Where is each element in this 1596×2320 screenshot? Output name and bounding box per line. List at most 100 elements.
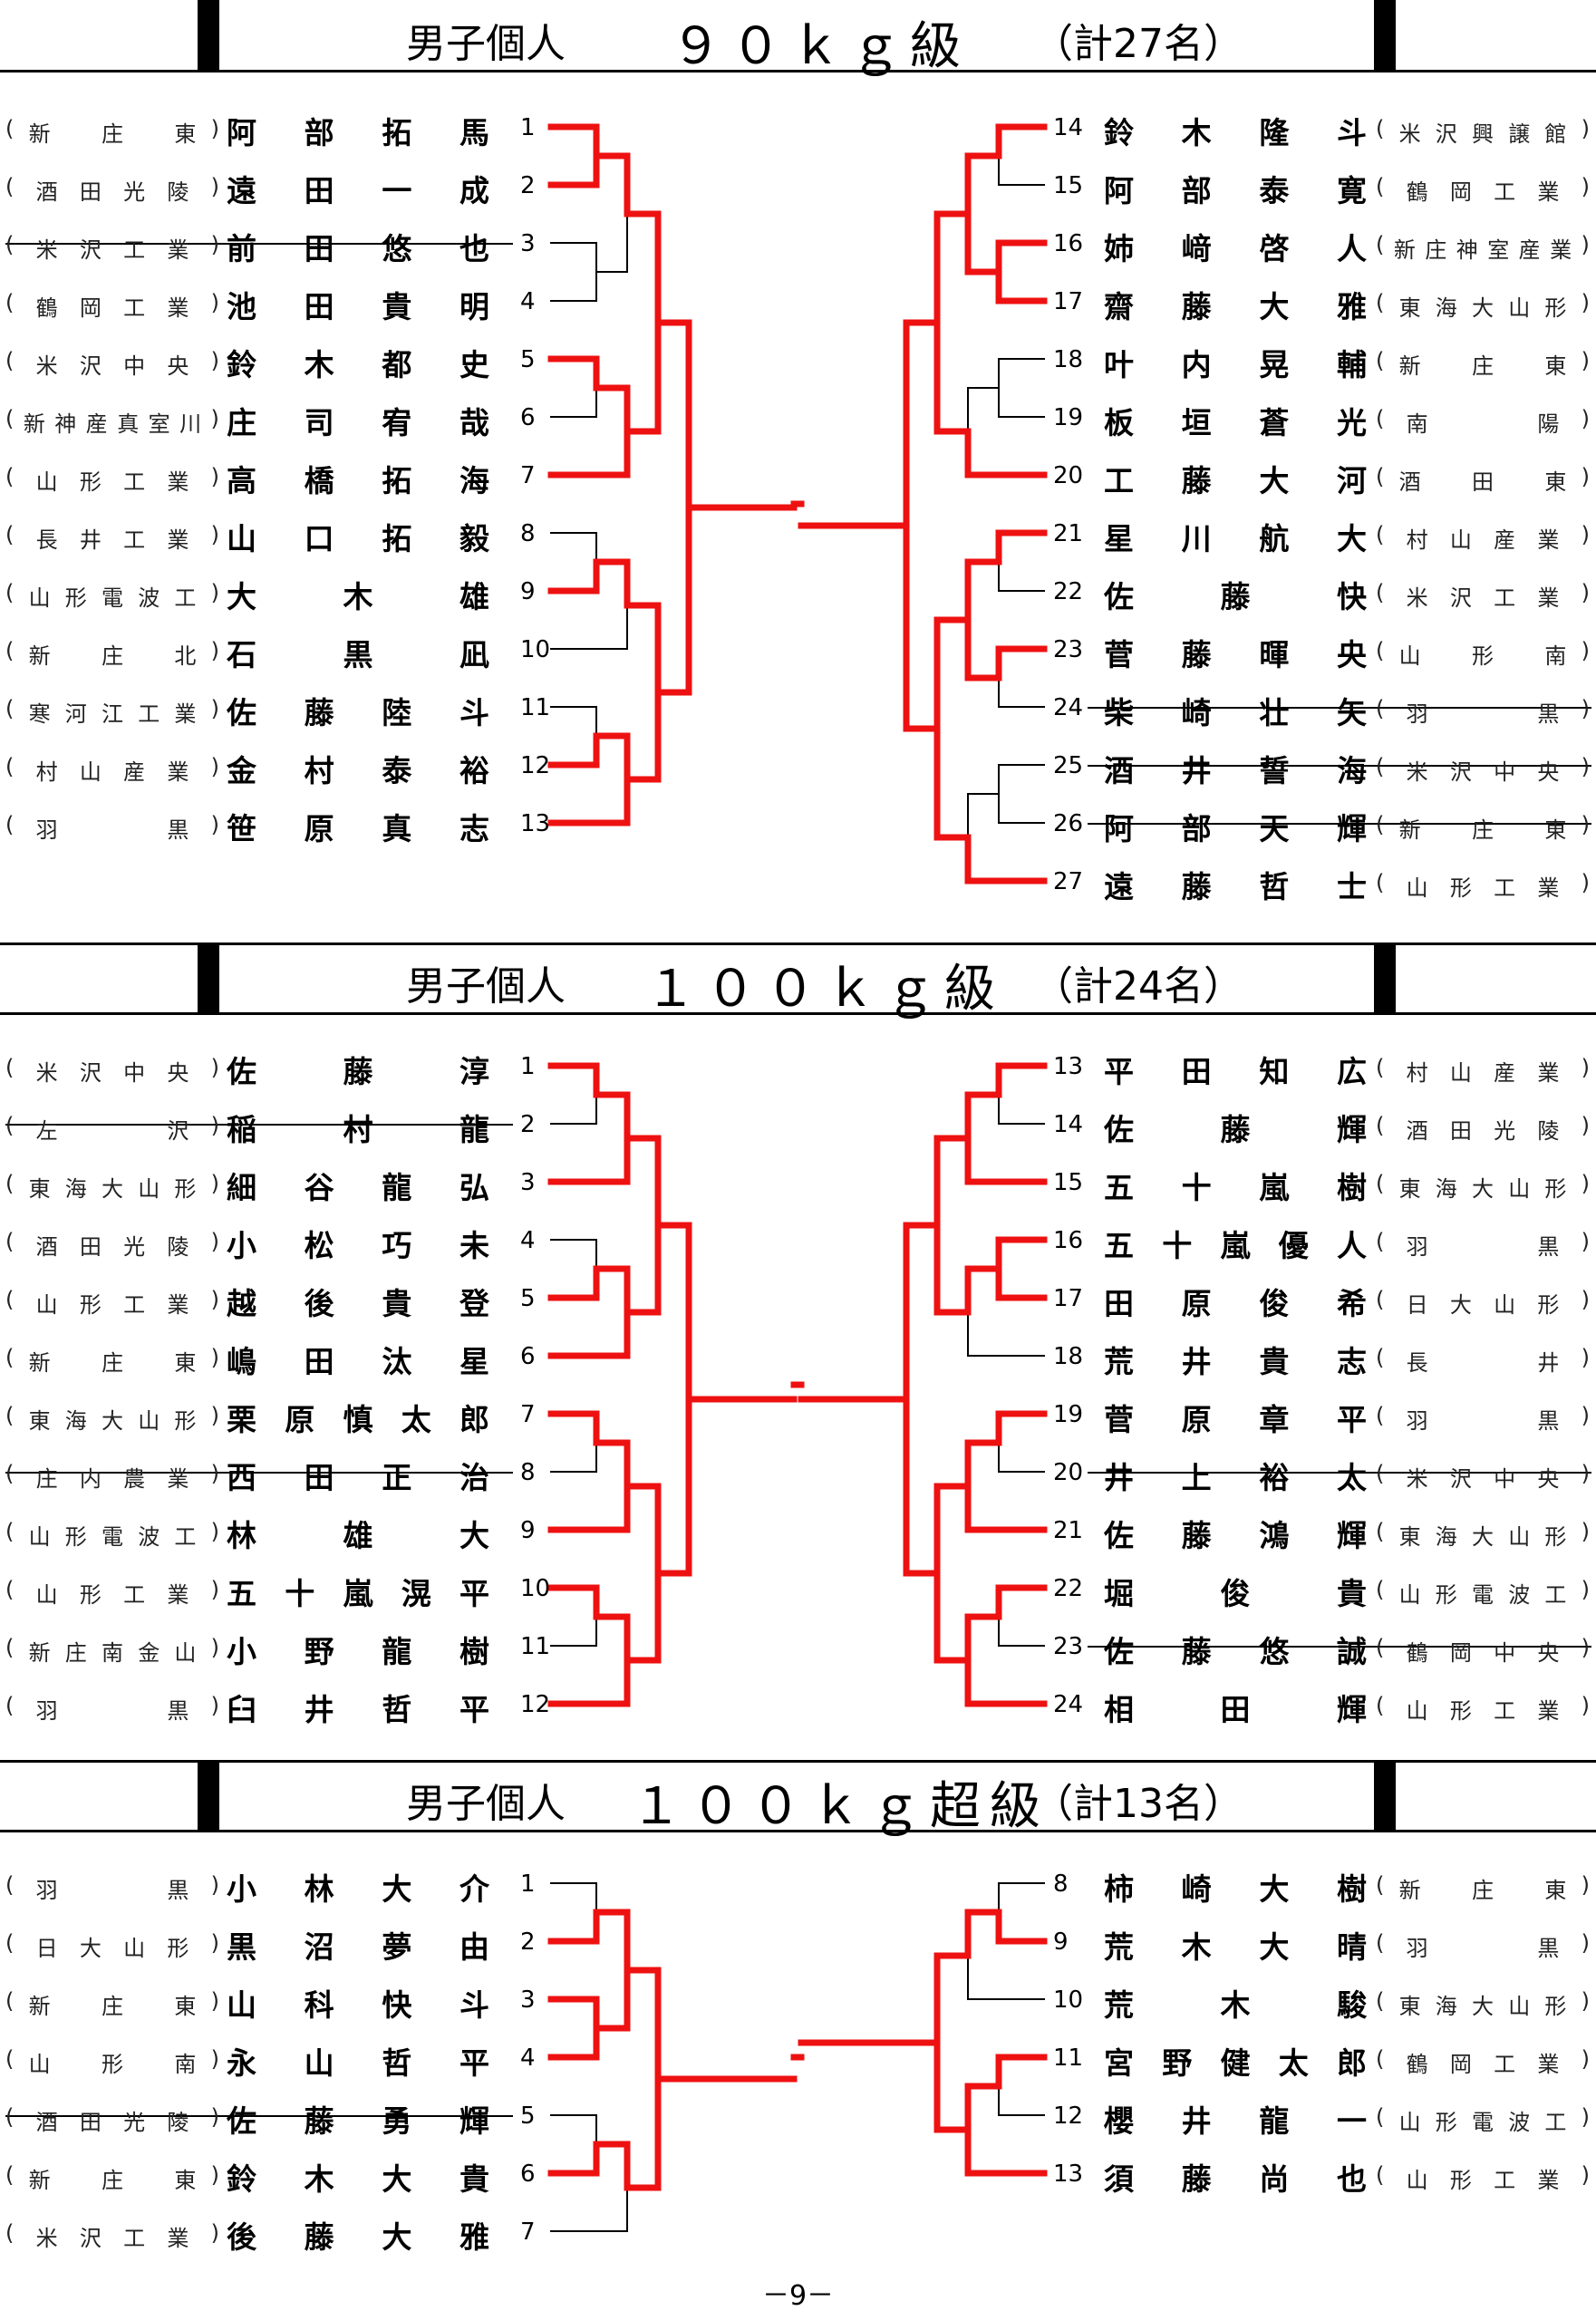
competitor-name: 柴崎壮矢 (1104, 689, 1367, 732)
school-char: 真 (117, 411, 140, 437)
name-char: 山 (304, 2045, 334, 2081)
school-char: ( (1376, 1171, 1385, 1196)
school-char: ( (1376, 348, 1385, 373)
section-title: 男子個人 (406, 21, 566, 67)
school-char: 沢 (79, 2226, 102, 2251)
name-char: 央 (1336, 637, 1367, 672)
name-char: 谷 (304, 1170, 334, 1205)
school-char: ( (5, 348, 15, 373)
school-char: 神 (1456, 237, 1478, 263)
school-char: ) (210, 1577, 219, 1602)
name-char: 木 (1181, 1929, 1212, 1965)
name-char: 十 (1181, 1170, 1212, 1205)
school-char: 新 (1393, 237, 1416, 263)
seed-number: 12 (520, 1691, 551, 1718)
school-char (1508, 348, 1530, 380)
name-char: 明 (459, 289, 489, 324)
seed-number: 8 (1053, 1870, 1069, 1898)
school-name: (米沢中央) (1376, 1461, 1590, 1493)
school-char: 工 (123, 237, 146, 263)
school-char: ( (5, 696, 15, 721)
name-char: 平 (1336, 1402, 1367, 1437)
school-char: 寒 (28, 701, 51, 727)
name-char: 前 (227, 231, 256, 266)
name-char: 平 (459, 1576, 489, 1611)
school-char: 形 (1544, 1524, 1567, 1550)
school-char: 東 (1398, 295, 1421, 321)
school-char (1494, 1229, 1515, 1261)
name-char: 藤 (1181, 1634, 1212, 1669)
name-char: 鈴 (1104, 115, 1134, 150)
school-char: 新 (28, 2168, 51, 2193)
competitor-name: 鈴木都史 (227, 341, 489, 384)
name-char: 志 (1336, 1344, 1367, 1379)
name-char: 林 (227, 1518, 256, 1553)
name-char: 遠 (227, 173, 256, 208)
school-name: (東海大山形) (1376, 290, 1590, 322)
school-name: (米沢興譲館) (1376, 116, 1590, 148)
seed-number: 23 (1053, 1633, 1084, 1660)
school-name: (新庄南金山) (5, 1635, 219, 1667)
school-name: (寒河江工業) (5, 696, 219, 728)
name-char: 須 (1104, 2161, 1134, 2197)
school-char: 中 (123, 353, 146, 379)
name-char: 海 (459, 463, 489, 498)
school-char: 形 (79, 469, 102, 495)
name-char: 田 (1181, 1054, 1212, 1089)
school-char: 形 (1435, 2110, 1457, 2135)
name-char: 也 (1336, 2161, 1367, 2197)
name-char: 大 (1259, 463, 1290, 498)
school-char: ( (1376, 232, 1385, 257)
name-char: 大 (1259, 289, 1290, 324)
name-char: 平 (1104, 1054, 1134, 1089)
competitor-name: 黒沼夢由 (227, 1923, 489, 1967)
school-char: 工 (123, 469, 146, 495)
name-char: 科 (304, 1987, 334, 2023)
school-name: (米沢工業) (5, 232, 219, 264)
school-char: 海 (64, 1176, 87, 1202)
school-char: 米 (1398, 121, 1421, 147)
school-char: 室 (1487, 237, 1510, 263)
school-char: 田 (79, 179, 102, 205)
name-char: 駿 (1337, 1987, 1367, 2023)
seed-number: 5 (520, 1285, 536, 1312)
school-char: 業 (167, 295, 189, 321)
school-char: 光 (123, 2110, 146, 2135)
school-char: 工 (1494, 2168, 1516, 2193)
school-char: 陵 (167, 1234, 189, 1260)
school-char: 酒 (35, 2110, 58, 2135)
school-char: 新 (28, 1640, 51, 1666)
competitor-name: 林雄大 (227, 1512, 489, 1555)
name-char: 村 (304, 753, 334, 788)
school-char: 業 (167, 2226, 189, 2251)
school-name: (鶴岡工業) (1376, 2046, 1590, 2078)
school-char: 光 (123, 179, 146, 205)
school-char: 羽 (35, 1878, 58, 1903)
school-char: 業 (1537, 527, 1560, 553)
seed-number: 6 (520, 2160, 536, 2188)
school-char: ) (210, 580, 219, 605)
school-char: ( (1376, 1930, 1385, 1956)
seed-number: 24 (1053, 694, 1084, 721)
school-name: (羽 黒) (1376, 1403, 1590, 1435)
school-char: ) (210, 1403, 219, 1428)
school-name: (庄内農業) (5, 1461, 219, 1493)
competitor-name: 佐藤快 (1104, 573, 1367, 616)
competitor-name: 柿崎大樹 (1104, 1865, 1367, 1909)
name-char: 西 (227, 1460, 256, 1495)
seed-number: 13 (1053, 2160, 1084, 2188)
school-char: ( (1376, 1693, 1385, 1718)
school-char: 黒 (1537, 1936, 1560, 1961)
school-char: ( (5, 754, 15, 779)
school-char: 光 (123, 1234, 146, 1260)
school-char: 黒 (167, 817, 189, 843)
school-name: (米沢工業) (5, 2220, 219, 2252)
